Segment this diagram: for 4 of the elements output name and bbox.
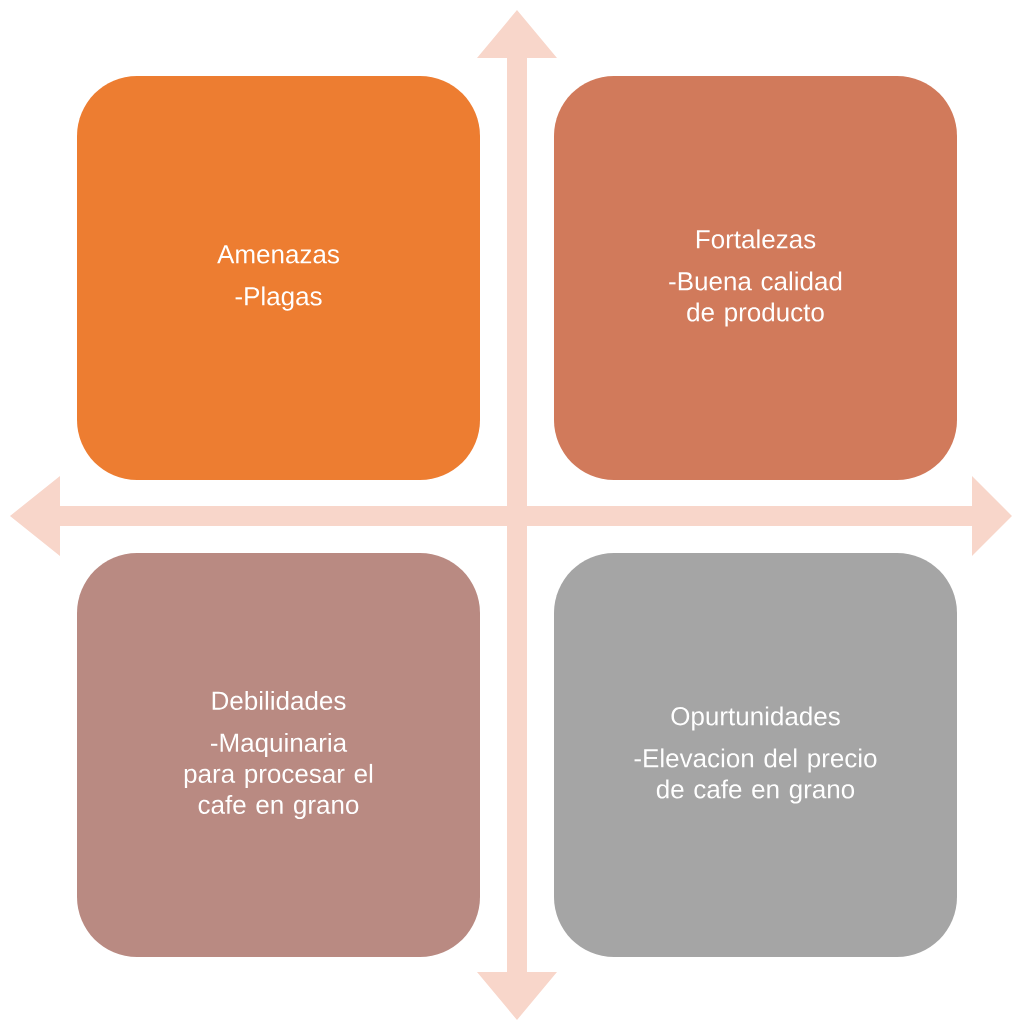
- quadrant-box: Fortalezas -Buena calidad de producto: [554, 76, 957, 480]
- quadrant-box: Opurtunidades -Elevacion del precio de cafe en grano: [554, 553, 957, 957]
- quadrant-box: Debilidades -Maquinaria para procesar el cafe en grano: [77, 553, 480, 957]
- quadrant-box: Amenazas -Plagas: [77, 76, 480, 480]
